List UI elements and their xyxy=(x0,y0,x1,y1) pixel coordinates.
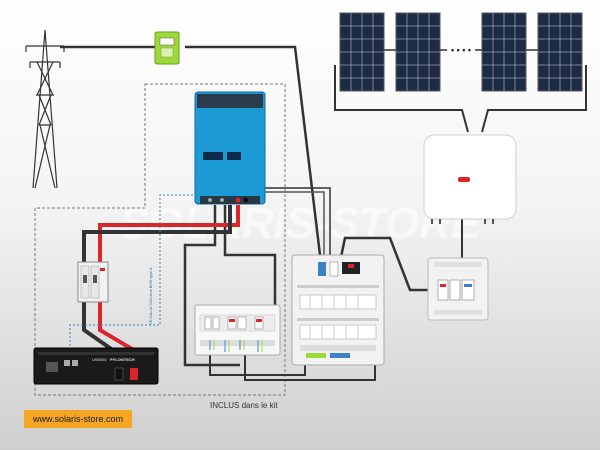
solar-array: • • • • xyxy=(339,12,583,92)
solar-panel-4 xyxy=(537,12,583,92)
pv-ac-protection-box xyxy=(427,257,489,321)
dc-positive-battery xyxy=(98,300,139,354)
grid-cable-2 xyxy=(185,45,322,256)
solar-panel-2 xyxy=(395,12,441,92)
dc-positive-cable xyxy=(98,205,240,262)
battery-model-label: US5000 xyxy=(92,357,107,362)
lithium-battery: US5000 PYLONTECH xyxy=(33,347,159,385)
pv-cable-pos xyxy=(481,65,587,133)
solar-panel-3 xyxy=(481,12,527,92)
power-pylon-icon xyxy=(25,29,65,189)
dc-disconnect xyxy=(77,261,109,303)
multiplus-inverter xyxy=(194,91,266,205)
bms-cable-label: VE.Can to CAN-bus BMS type A xyxy=(148,267,153,325)
panel-separator-dots: • • • • xyxy=(451,45,471,55)
main-distribution-board xyxy=(291,254,385,366)
dc-negative-battery xyxy=(82,300,122,357)
bms-data-cable xyxy=(69,194,205,350)
ac-out-cable-2 xyxy=(252,191,325,262)
website-badge[interactable]: www.solaris-store.com xyxy=(24,410,132,428)
pv-to-panel-cable xyxy=(338,236,428,292)
sub-distribution-board xyxy=(194,304,281,356)
energy-meter xyxy=(154,31,180,65)
pv-inverter xyxy=(423,134,517,224)
ac-out-cable-1 xyxy=(252,187,331,262)
kit-included-label: INCLUS dans le kit xyxy=(210,401,278,410)
kit-boundary xyxy=(34,83,286,396)
battery-brand-label: PYLONTECH xyxy=(110,357,135,362)
solar-panel-1 xyxy=(339,12,385,92)
dc-negative-cable xyxy=(82,205,232,262)
pv-cable-neg xyxy=(334,65,469,133)
